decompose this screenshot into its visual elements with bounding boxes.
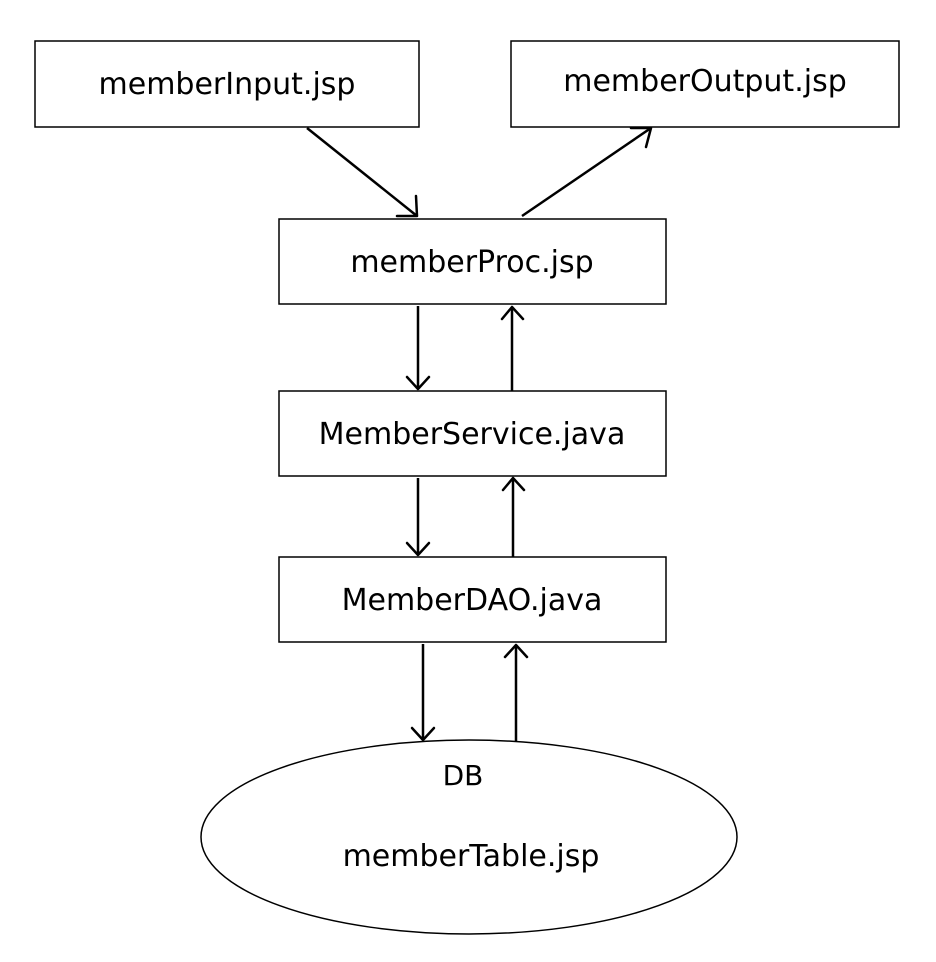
db-node: DB memberTable.jsp xyxy=(200,739,738,935)
arrow-input-to-proc xyxy=(306,127,419,218)
member-proc-label: memberProc.jsp xyxy=(350,245,593,280)
member-service-node: MemberService.java xyxy=(278,390,667,477)
member-input-node: memberInput.jsp xyxy=(34,40,420,128)
arrow-proc-to-service xyxy=(405,306,431,391)
member-dao-node: MemberDAO.java xyxy=(278,556,667,643)
arrow-dao-to-service xyxy=(501,476,526,557)
member-output-node: memberOutput.jsp xyxy=(510,40,900,128)
member-input-label: memberInput.jsp xyxy=(99,67,356,102)
arrow-proc-to-output xyxy=(521,126,653,218)
arrow-service-to-dao xyxy=(405,478,431,557)
member-proc-node: memberProc.jsp xyxy=(278,218,667,305)
member-service-label: MemberService.java xyxy=(319,417,626,452)
member-table-label: memberTable.jsp xyxy=(343,839,600,874)
arrow-service-to-proc xyxy=(500,305,525,391)
member-output-label: memberOutput.jsp xyxy=(563,64,847,99)
db-label: DB xyxy=(443,759,484,792)
member-dao-label: MemberDAO.java xyxy=(342,583,603,618)
arrow-db-to-dao xyxy=(503,643,529,742)
arrow-dao-to-db xyxy=(410,644,436,742)
